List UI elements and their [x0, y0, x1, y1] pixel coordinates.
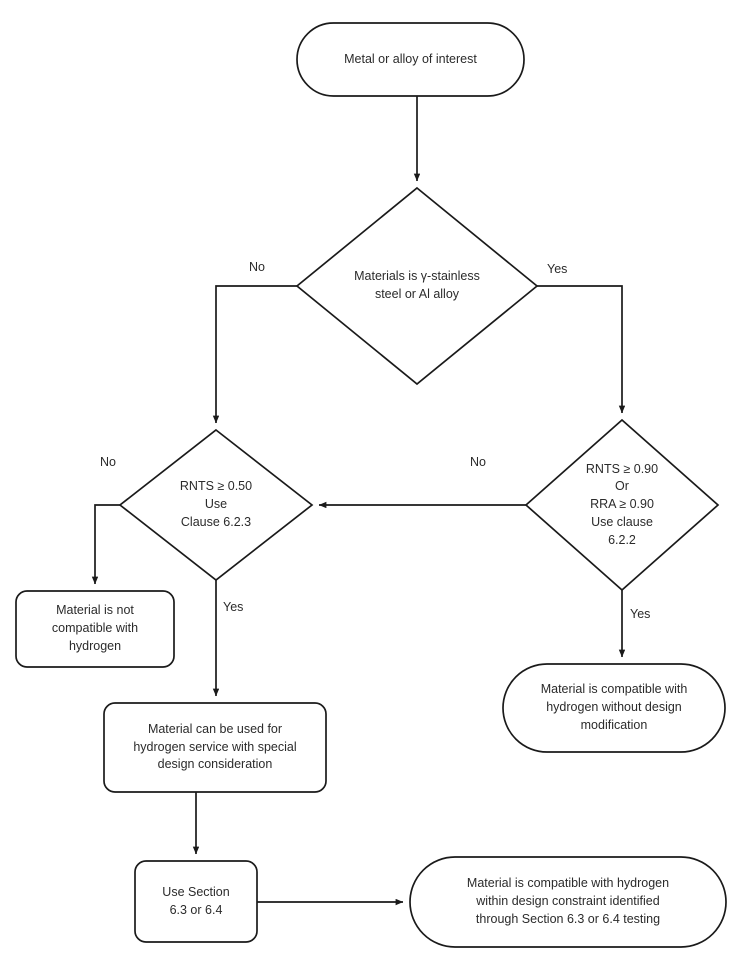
edge-label-material-type-no: No — [249, 260, 265, 274]
edge-label-rnts050-no: No — [100, 455, 116, 469]
node-start-shape — [296, 22, 525, 97]
node-decision-material-type-shape — [295, 186, 539, 386]
edge-no-to-rnts050 — [212, 285, 297, 424]
edge-label-rnts050-yes: Yes — [223, 600, 244, 614]
edge-yes-to-rnts090 — [537, 285, 626, 414]
node-compatible-constraint-shape — [409, 856, 727, 948]
edge-label-rnts090-yes: Yes — [630, 607, 651, 621]
node-compatible-no-mod-shape — [502, 663, 726, 753]
edge-label-material-type-yes: Yes — [547, 262, 568, 276]
edge-label-rnts090-no: No — [470, 455, 486, 469]
node-decision-rnts050-shape — [118, 428, 314, 582]
node-decision-rnts090-shape — [524, 418, 720, 592]
node-use-section-shape — [134, 860, 258, 943]
edge-rnts050-no-to-not-compatible — [91, 504, 120, 585]
node-not-compatible-shape — [15, 590, 175, 668]
node-special-design-shape — [103, 702, 327, 793]
